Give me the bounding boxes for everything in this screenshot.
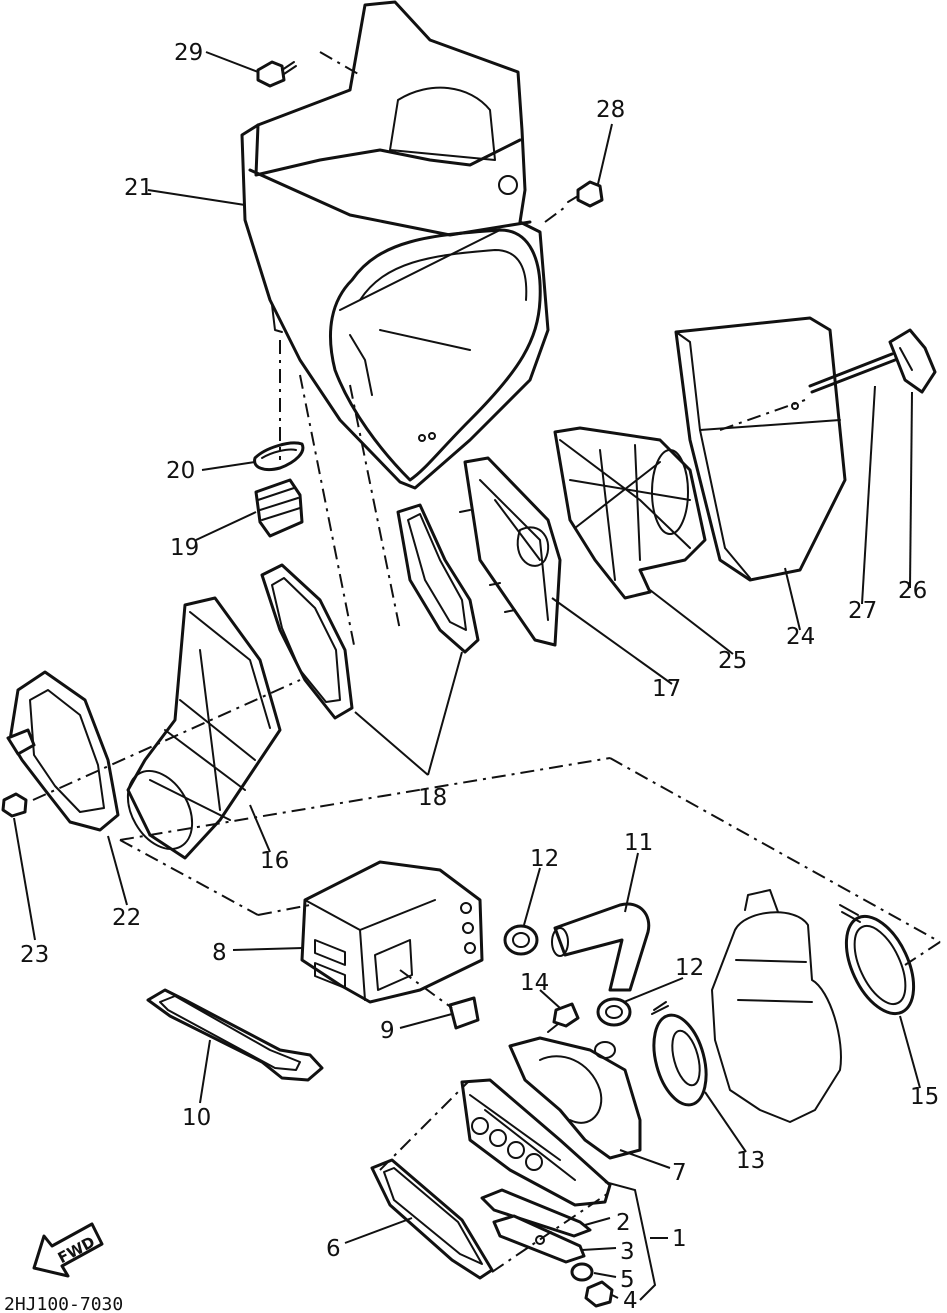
callout-4: 4 [623,1288,638,1313]
part-12-clamp-lower [596,997,632,1027]
part-26-wing-bolt [888,328,937,394]
part-12-clamp-upper [503,924,539,956]
callout-11: 11 [624,830,653,856]
part-21-air-box-case [240,0,550,490]
part-28-bolt [567,180,604,208]
part-18-gasket-lower [260,563,354,720]
part-20-band [253,441,305,472]
part-3-stopper-plate [492,1214,586,1264]
callout-12-lower: 12 [675,955,704,981]
callout-17: 17 [652,676,681,702]
callout-26: 26 [898,578,927,604]
callout-5: 5 [620,1267,635,1293]
part-14-screw [547,1002,580,1033]
callout-28: 28 [596,97,625,123]
part-23-nut [1,792,28,818]
callout-24: 24 [786,624,815,650]
part-2-reed-plate [480,1188,592,1238]
part-11-hose [551,902,651,992]
part-27-bolt-shaft [808,352,897,394]
callout-16: 16 [260,848,289,874]
part-19-grommet [254,478,304,538]
callout-10: 10 [182,1105,211,1131]
part-16-air-duct [126,596,282,860]
callout-27: 27 [848,598,877,624]
callout-29: 29 [174,40,203,66]
reference-lines [32,51,941,1273]
callout-7: 7 [672,1160,687,1186]
callout-1: 1 [672,1226,687,1252]
callout-14: 14 [520,970,549,996]
diagram-code: 2HJ100-7030 [4,1294,123,1313]
callout-15: 15 [910,1084,939,1110]
part-7-intake-manifold [508,1036,642,1160]
part-25-filter-cage [553,426,707,600]
leader-lines [13,51,921,1301]
callout-labels: 1 2 3 4 5 6 7 8 9 10 11 12 12 13 14 15 1… [20,40,939,1313]
callout-18: 18 [418,785,447,811]
part-6-gasket [370,1158,494,1280]
callout-19: 19 [170,535,199,561]
callout-21: 21 [124,175,153,201]
part-4-screw [584,1280,614,1308]
part-18-gasket-upper [396,503,480,654]
callout-25: 25 [718,648,747,674]
part-5-washer [570,1262,594,1282]
part-17-filter-holder [459,456,562,647]
part-10-band [146,988,324,1082]
fwd-arrow: FWD [32,1222,104,1278]
callout-12-upper: 12 [530,846,559,872]
carburetor-reference [711,889,842,1123]
callout-6: 6 [326,1236,341,1262]
part-9-label [448,996,480,1030]
callout-9: 9 [380,1018,395,1044]
callout-8: 8 [212,940,227,966]
part-29-bolt [256,60,297,88]
callout-22: 22 [112,905,141,931]
part-reed-valve-body [460,1078,612,1207]
part-24-air-filter-element [674,316,847,582]
part-13-carburetor-joint [651,1001,708,1107]
callout-20: 20 [166,458,195,484]
part-15-hose-clamp [839,904,916,1016]
callout-13: 13 [736,1148,765,1174]
part-8-cover [300,860,484,1004]
callout-2: 2 [616,1210,631,1236]
callout-23: 23 [20,942,49,968]
part-22-duct-cover [6,670,120,832]
callout-3: 3 [620,1239,635,1265]
